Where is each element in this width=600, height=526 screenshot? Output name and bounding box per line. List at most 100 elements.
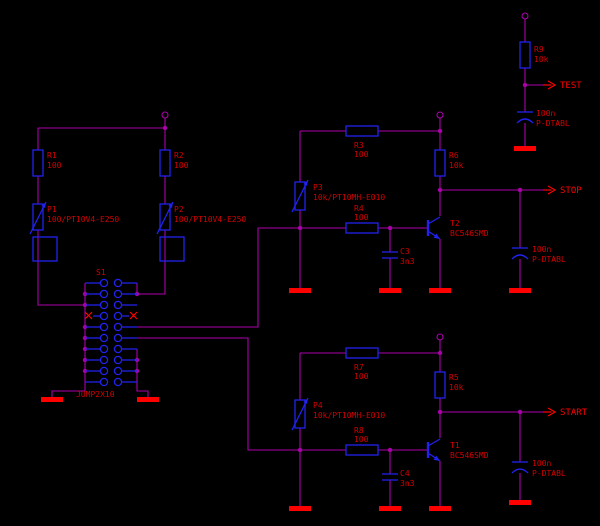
value-label: 100/PT10V4-E250 [47,215,119,224]
net-label-stop: STOP [560,186,582,196]
connector-pin[interactable] [113,355,123,365]
net-arrow-icon [543,407,557,417]
trimmer-wiper-arrow[interactable] [291,397,309,431]
transistor-collector[interactable] [427,438,441,447]
trimmer-p2[interactable]: P2 100/PT10V4-E250 [156,201,246,262]
resistor-r4[interactable]: R4 100 [345,204,379,234]
connector-pin[interactable] [99,366,109,376]
trimmer-wiper-arrow[interactable] [29,201,47,235]
resistor-body[interactable] [159,149,171,177]
capacitor-plate-curved[interactable] [516,118,534,124]
value-label: BC546SMD [450,451,489,460]
connector-pin[interactable] [113,333,123,343]
connector-pin[interactable] [113,377,123,387]
resistor-r2[interactable]: R2 100 [159,149,189,177]
resistor-body[interactable] [32,149,44,177]
ref-label: R6 [449,151,459,160]
supply-port-icon [161,111,169,119]
transistor-emitter-arrowhead[interactable] [433,455,440,461]
ref-label: P4 [313,401,323,410]
value-label: 10k [449,383,464,392]
connector-pin[interactable] [99,333,109,343]
connector-pin[interactable] [99,300,109,310]
ground-icon [41,397,63,402]
capacitor-plate-curved[interactable] [511,468,529,474]
value-label: 100n [532,459,551,468]
trimmer-arrowhead[interactable] [41,202,47,208]
junction-dot [517,409,523,415]
trimmer-arrowhead[interactable] [168,202,174,208]
ground-icon [514,146,536,151]
resistor-r6[interactable]: R6 10k [434,149,464,177]
connector-pin[interactable] [99,311,109,321]
trimmer-wiper-arrow[interactable] [156,201,174,235]
connector-pin[interactable] [113,344,123,354]
net-arrow-icon [543,80,557,90]
connector-pin[interactable] [99,344,109,354]
net-label-test: TEST [560,81,582,91]
connector-pin[interactable] [99,278,109,288]
connector-pin[interactable] [99,355,109,365]
capacitor-c-stop[interactable]: 100n P-DTABL [511,245,566,264]
resistor-body[interactable] [434,149,446,177]
type-label: P-DTABL [532,255,566,264]
resistor-r9[interactable]: R9 10k [519,41,549,69]
net-flag-test[interactable]: TEST [543,80,582,91]
connector-pin[interactable] [113,289,123,299]
ref-label: R3 [354,141,364,150]
resistor-body[interactable] [345,125,379,137]
resistor-r8[interactable]: R8 100 [345,426,379,456]
capacitor-plates[interactable] [382,473,398,481]
resistor-r1[interactable]: R1 100 [32,149,62,177]
net-flag-stop[interactable]: STOP [543,185,582,196]
capacitor-c-start[interactable]: 100n P-DTABL [511,459,566,478]
connector-pin-stubs-right[interactable] [121,282,137,383]
ref-label: P2 [174,205,184,214]
resistor-r5[interactable]: R5 10k [434,371,464,399]
net-flag-start[interactable]: START [543,407,588,418]
trimmer-outline[interactable] [159,236,185,262]
connector-jump2x10[interactable]: S1 JUMP2X10 [76,268,138,399]
transistor-collector[interactable] [427,216,441,225]
connector-pin[interactable] [113,322,123,332]
connector-pin[interactable] [113,278,123,288]
connector-pin-stubs-left[interactable] [85,282,101,383]
supply-port-icon [521,12,529,20]
connector-pin[interactable] [99,322,109,332]
resistor-r3[interactable]: R3 100 [345,125,379,159]
trimmer-p1[interactable]: P1 100/PT10V4-E250 [29,201,119,262]
capacitor-plate-curved[interactable] [511,254,529,260]
trimmer-p4[interactable]: P4 10k/PT10MH-E010 [291,397,385,431]
transistor-t2[interactable]: T2 BC546SMD [426,216,489,240]
transistor-t1[interactable]: T1 BC546SMD [426,438,489,462]
trimmer-body[interactable] [294,399,306,429]
capacitor-c3[interactable]: C3 3n3 [382,247,415,266]
resistor-body[interactable] [434,371,446,399]
trimmer-body[interactable] [159,203,171,231]
trimmer-wiper-arrow[interactable] [291,179,309,213]
trimmer-p3[interactable]: P3 10k/PT10MH-E010 [291,179,385,213]
connector-pin[interactable] [99,377,109,387]
trimmer-body[interactable] [294,181,306,211]
connector-pin[interactable] [113,311,123,321]
capacitor-c4[interactable]: C4 3n3 [382,469,415,488]
resistor-body[interactable] [345,444,379,456]
value-label: JUMP2X10 [76,390,115,399]
connector-pin[interactable] [113,300,123,310]
resistor-body[interactable] [345,347,379,359]
connector-pin[interactable] [113,366,123,376]
capacitor-c-test[interactable]: 100n P-DTABL [516,109,570,128]
resistor-body[interactable] [519,41,531,69]
supply-port-icon [436,111,444,119]
trimmer-arrowhead[interactable] [303,180,309,186]
resistor-body[interactable] [345,222,379,234]
trimmer-body[interactable] [32,203,44,231]
resistor-r7[interactable]: R7 100 [345,347,379,381]
capacitor-plates[interactable] [382,251,398,259]
transistor-emitter-arrowhead[interactable] [433,233,440,239]
value-label: 10k/PT10MH-E010 [313,411,385,420]
trimmer-arrowhead[interactable] [303,398,309,404]
trimmer-outline[interactable] [32,236,58,262]
connector-pin[interactable] [99,289,109,299]
